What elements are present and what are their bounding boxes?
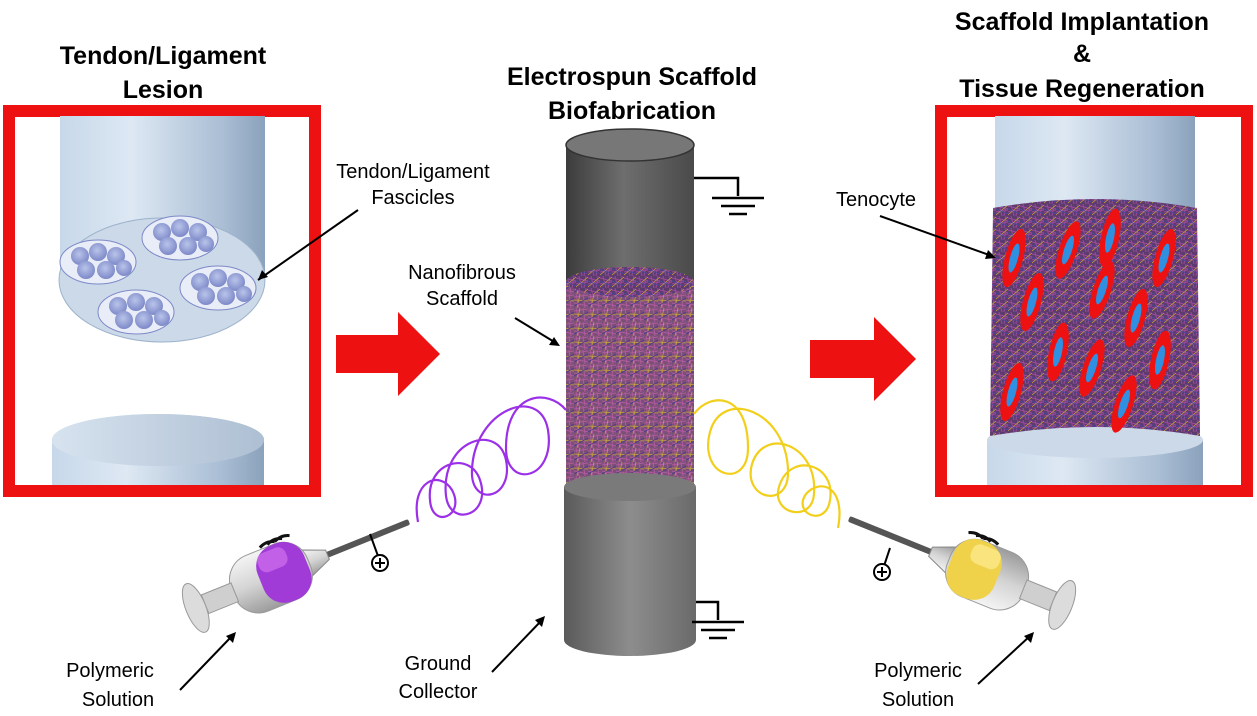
ground-collector bbox=[564, 128, 764, 656]
fascicle-bundle bbox=[179, 265, 257, 311]
fascicles-pointer-head bbox=[258, 270, 268, 280]
ground-symbol-icon bbox=[692, 620, 744, 640]
right-arrow-icon bbox=[336, 312, 440, 396]
tenocyte bbox=[1152, 228, 1176, 288]
purple-jet bbox=[415, 396, 567, 523]
positive-charge-icon bbox=[369, 533, 389, 572]
tenocyte bbox=[1000, 362, 1024, 422]
ground-pointer bbox=[491, 619, 543, 673]
solution-right-pointer bbox=[977, 635, 1031, 685]
tenocyte-pointer bbox=[879, 215, 993, 257]
right-arrow-icon bbox=[810, 317, 916, 401]
tenocyte bbox=[1055, 221, 1081, 279]
tenocyte bbox=[1020, 272, 1044, 332]
tenocyte bbox=[1111, 375, 1137, 433]
tenocyte bbox=[1047, 322, 1069, 382]
solution-left-pointer bbox=[179, 635, 233, 691]
syringe-icon bbox=[848, 516, 1077, 630]
yellow-jet bbox=[693, 399, 841, 529]
nanofibrous-pointer bbox=[514, 317, 557, 344]
fascicle-bundle bbox=[59, 239, 137, 285]
lesion-panel bbox=[3, 105, 321, 497]
fascicles-pointer bbox=[257, 209, 359, 281]
implantation-panel bbox=[935, 105, 1253, 497]
fascicle-bundle bbox=[141, 215, 219, 261]
tenocyte-label: Tenocyte bbox=[836, 189, 916, 211]
syringe-icon bbox=[181, 519, 410, 633]
tenocyte bbox=[1002, 228, 1026, 288]
fascicle-bundles bbox=[59, 215, 257, 335]
tenocyte bbox=[1099, 208, 1121, 268]
tenocyte bbox=[1124, 288, 1148, 348]
ground-symbol-icon bbox=[712, 196, 764, 216]
tenocyte bbox=[1089, 261, 1115, 319]
fascicle-bundle bbox=[97, 289, 175, 335]
positive-charge-icon bbox=[873, 547, 891, 581]
implantation-title: Scaffold Implantation&Tissue Regeneratio… bbox=[955, 8, 1209, 103]
nanofibrous-scaffold bbox=[566, 280, 694, 488]
tenocyte bbox=[1079, 339, 1105, 397]
tenocyte bbox=[1149, 330, 1171, 390]
tenocyte-cells bbox=[1000, 208, 1176, 433]
